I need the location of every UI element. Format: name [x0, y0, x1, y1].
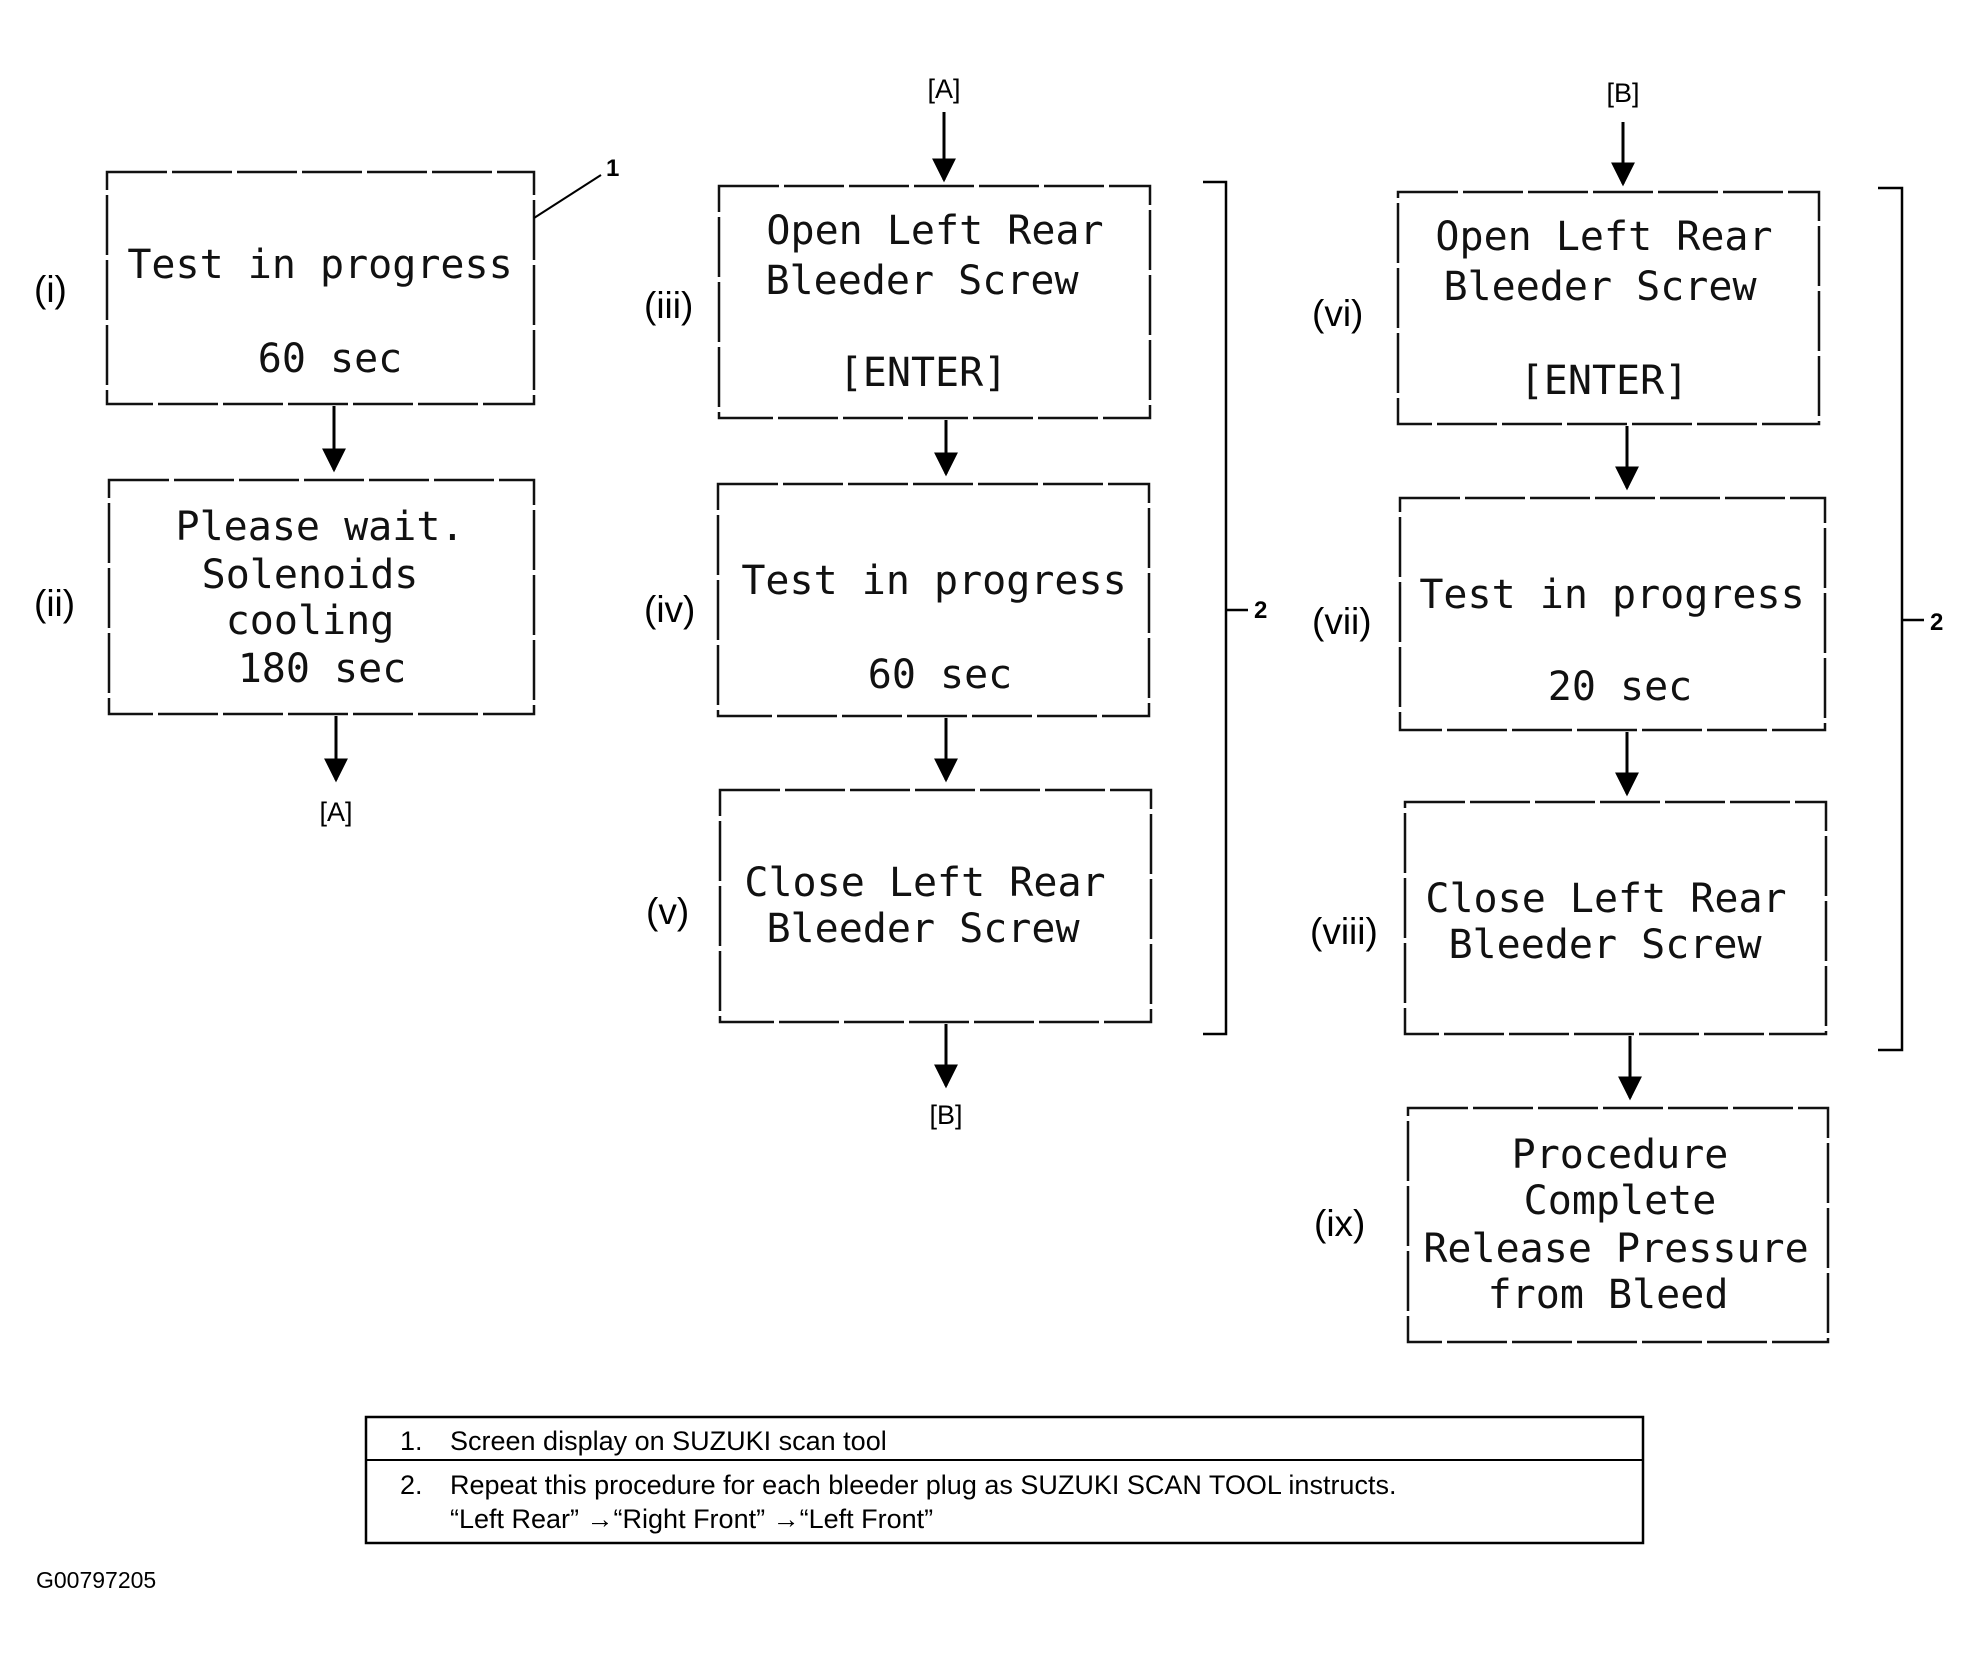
screen-line: cooling — [226, 598, 395, 644]
callout-2: 2 — [1254, 597, 1267, 624]
screen-line: 60 sec — [868, 652, 1013, 698]
screen-line: Bleeder Screw — [766, 906, 1080, 952]
legend-text: Screen display on SUZUKI scan tool — [450, 1426, 887, 1456]
connector-b-out: [B] — [929, 1100, 962, 1130]
screen-i: Test in progress 60 sec — [105, 170, 536, 406]
screen-ii: Please wait. Solenoids cooling 180 sec — [107, 478, 536, 716]
legend-number: 1. — [400, 1426, 423, 1456]
connector-b-in: [B] — [1606, 78, 1639, 108]
screen-line: Open Left Rear — [766, 208, 1103, 254]
screen-line: Test in progress — [1419, 572, 1804, 618]
legend-text: Repeat this procedure for each bleeder p… — [450, 1470, 1396, 1500]
step-label-iv: (iv) — [644, 589, 695, 630]
screen-line: Please wait. — [176, 504, 465, 550]
screen-line: 20 sec — [1548, 664, 1693, 710]
screen-iv: Test in progress 60 sec — [716, 482, 1151, 718]
screen-line: Open Left Rear — [1435, 214, 1772, 260]
screen-v: Close Left Rear Bleeder Screw — [718, 788, 1153, 1024]
callout-1: 1 — [606, 155, 619, 182]
screen-viii: Close Left Rear Bleeder Screw — [1403, 800, 1828, 1036]
figure-id: G00797205 — [36, 1567, 156, 1593]
screen-line: Procedure — [1512, 1132, 1729, 1178]
screen-line: Bleeder Screw — [1448, 922, 1762, 968]
connector-a-out: [A] — [319, 797, 352, 827]
screen-line: Close Left Rear — [744, 860, 1105, 906]
step-label-viii: (viii) — [1310, 911, 1378, 952]
screen-iii: Open Left Rear Bleeder Screw [ENTER] — [717, 184, 1152, 420]
step-label-iii: (iii) — [644, 285, 693, 326]
legend-text: “Left Rear” →“Right Front” →“Left Front” — [450, 1504, 933, 1534]
bracket-repeat-col3 — [1878, 186, 1924, 1052]
screen-line: 60 sec — [258, 336, 403, 382]
screen-line: Close Left Rear — [1425, 876, 1786, 922]
screen-ix: Procedure Complete Release Pressure from… — [1406, 1106, 1830, 1344]
step-label-vii: (vii) — [1312, 601, 1372, 642]
legend-number: 2. — [400, 1470, 423, 1500]
screen-vii: Test in progress 20 sec — [1398, 496, 1827, 732]
screen-vi: Open Left Rear Bleeder Screw [ENTER] — [1396, 190, 1821, 426]
step-label-ix: (ix) — [1314, 1203, 1365, 1244]
callout-1-leader — [533, 174, 602, 219]
screen-line: [ENTER] — [839, 350, 1008, 396]
step-label-ii: (ii) — [34, 583, 75, 624]
screen-line: Bleeder Screw — [1443, 264, 1757, 310]
screen-line: Bleeder Screw — [765, 258, 1079, 304]
screen-line: Release Pressure — [1423, 1226, 1808, 1272]
screen-line: Solenoids — [202, 552, 419, 598]
callout-2: 2 — [1930, 609, 1943, 636]
legend-table: 1. Screen display on SUZUKI scan tool 2.… — [364, 1415, 1645, 1545]
screen-line: [ENTER] — [1520, 358, 1689, 404]
step-label-vi: (vi) — [1312, 293, 1363, 334]
bracket-repeat-col2 — [1203, 180, 1248, 1036]
connector-a-in: [A] — [927, 74, 960, 104]
screen-line: from Bleed — [1488, 1272, 1729, 1318]
screen-line: Test in progress — [741, 558, 1126, 604]
step-label-v: (v) — [646, 891, 689, 932]
screen-line: Complete — [1524, 1178, 1717, 1224]
screen-line: 180 sec — [238, 646, 407, 692]
step-label-i: (i) — [34, 269, 67, 310]
screen-line: Test in progress — [127, 242, 512, 288]
